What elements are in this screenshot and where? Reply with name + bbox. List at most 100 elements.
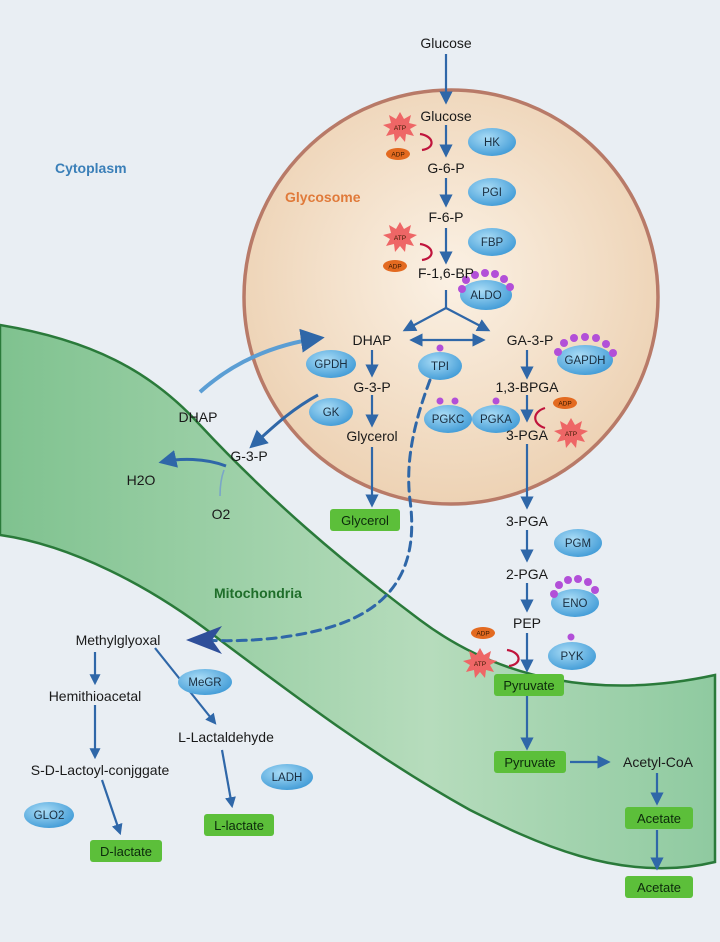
svg-text:LADH: LADH: [272, 772, 303, 784]
metabolite-glucose-inside: Glucose: [420, 108, 472, 124]
enzyme-megr: MeGR: [178, 669, 232, 695]
enzyme-aldo: ALDO: [460, 280, 512, 310]
svg-text:HK: HK: [484, 137, 500, 149]
mitochondria-label: Mitochondria: [214, 585, 302, 601]
svg-text:ENO: ENO: [563, 598, 588, 610]
metabolite-methylglyoxal: Methylglyoxal: [76, 632, 161, 648]
product-acetate-cytoplasm: Acetate: [625, 876, 693, 898]
arrowhead-methylglyoxal: [186, 626, 222, 654]
svg-text:PGM: PGM: [565, 538, 591, 550]
svg-text:PGI: PGI: [482, 187, 502, 199]
enzyme-ladh: LADH: [261, 764, 313, 790]
metabolite-sdlactoyl: S-D-Lactoyl-conjggate: [31, 762, 170, 778]
svg-text:Acetate: Acetate: [637, 880, 681, 895]
arrow-aldo-to-dhap: [402, 307, 447, 332]
metabolite-g3p-cytoplasm: G-3-P: [230, 448, 267, 464]
svg-text:ADP: ADP: [558, 401, 571, 408]
svg-text:ATP: ATP: [565, 431, 577, 438]
enzyme-eno: ENO: [551, 589, 599, 617]
svg-text:ATP: ATP: [394, 235, 406, 242]
svg-text:PGKA: PGKA: [480, 414, 512, 426]
metabolite-13bpga: 1,3-BPGA: [495, 379, 559, 395]
adp-badge-3: ADP: [553, 397, 577, 409]
cytoplasm-label: Cytoplasm: [55, 160, 127, 176]
atp-badge-1: ATP: [383, 112, 417, 142]
enzyme-gk: GK: [309, 398, 353, 426]
svg-text:MeGR: MeGR: [188, 677, 221, 689]
atp-badge-3: ATP: [554, 418, 588, 448]
svg-text:Glycerol: Glycerol: [341, 513, 389, 528]
enzyme-hk: HK: [468, 128, 516, 156]
metabolite-acetylcoa: Acetyl-CoA: [623, 754, 694, 770]
svg-text:Pyruvate: Pyruvate: [503, 678, 554, 693]
svg-text:ATP: ATP: [474, 661, 486, 668]
enzyme-pgm: PGM: [554, 529, 602, 557]
product-acetate-mitochondria: Acetate: [625, 807, 693, 829]
arrow-o2-link: [219, 469, 225, 497]
metabolite-ga3p: GA-3-P: [507, 332, 554, 348]
metabolite-dhap-glycosome: DHAP: [353, 332, 392, 348]
metabolite-2pga: 2-PGA: [506, 566, 549, 582]
metabolite-3pga-cytoplasm: 3-PGA: [506, 513, 549, 529]
svg-text:Pyruvate: Pyruvate: [504, 755, 555, 770]
enzyme-pgi: PGI: [468, 178, 516, 206]
enzyme-tpi: TPI: [418, 352, 462, 380]
enzyme-gpdh: GPDH: [306, 350, 356, 378]
adp-badge-2: ADP: [383, 260, 407, 272]
metabolite-pep: PEP: [513, 615, 541, 631]
arrow-lactaldehyde-llactate: [220, 749, 236, 809]
glycosome-label: Glycosome: [285, 189, 361, 205]
svg-text:GLO2: GLO2: [34, 810, 65, 822]
product-pyruvate-mitochondria: Pyruvate: [494, 751, 566, 773]
svg-text:GAPDH: GAPDH: [565, 355, 606, 367]
metabolite-hemithioacetal: Hemithioacetal: [49, 688, 142, 704]
metabolite-f6p: F-6-P: [429, 209, 464, 225]
enzyme-gapdh: GAPDH: [557, 345, 613, 375]
metabolite-lactaldehyde: L-Lactaldehyde: [178, 729, 274, 745]
enzyme-subunit-dots: [436, 269, 617, 641]
svg-text:FBP: FBP: [481, 237, 504, 249]
atp-badge-2: ATP: [383, 222, 417, 252]
arrow-g3p-import: [249, 393, 319, 449]
adp-badge-4: ADP: [471, 627, 495, 639]
enzyme-fbp: FBP: [468, 228, 516, 256]
svg-text:ADP: ADP: [476, 631, 489, 638]
arrow-tpi-methylglyoxal: [198, 378, 432, 643]
metabolite-g6p: G-6-P: [427, 160, 464, 176]
product-pyruvate-glycosome-exit: Pyruvate: [494, 674, 564, 696]
cofactor-coupling-arrows: [419, 132, 546, 668]
svg-text:ADP: ADP: [388, 264, 401, 271]
metabolite-h2o: H2O: [127, 472, 156, 488]
product-glycerol: Glycerol: [330, 509, 400, 531]
arrow-sdlactoyl-dlactate: [100, 779, 123, 836]
svg-text:PYK: PYK: [560, 651, 583, 663]
arrow-aldo-to-ga3p: [445, 307, 491, 332]
adp-badge-1: ADP: [386, 148, 410, 160]
svg-text:D-lactate: D-lactate: [100, 844, 152, 859]
svg-text:PGKC: PGKC: [432, 414, 465, 426]
product-d-lactate: D-lactate: [90, 840, 162, 862]
svg-text:GK: GK: [323, 407, 340, 419]
metabolite-glycerol-glycosome: Glycerol: [346, 428, 397, 444]
pathway-arrows: [89, 54, 664, 871]
metabolite-3pga-glycosome: 3-PGA: [506, 427, 549, 443]
metabolite-o2: O2: [212, 506, 231, 522]
svg-text:ALDO: ALDO: [470, 290, 501, 302]
metabolite-glucose-outside: Glucose: [420, 35, 472, 51]
svg-text:ATP: ATP: [394, 125, 406, 132]
metabolite-g3p-glycosome: G-3-P: [353, 379, 390, 395]
svg-text:TPI: TPI: [431, 361, 449, 373]
svg-text:ADP: ADP: [391, 152, 404, 159]
product-l-lactate: L-lactate: [204, 814, 274, 836]
enzyme-glo2: GLO2: [24, 802, 74, 828]
enzyme-pgka: PGKA: [472, 405, 520, 433]
metabolite-f16bp: F-1,6-BP: [418, 265, 474, 281]
enzyme-pgkc: PGKC: [424, 405, 472, 433]
svg-text:GPDH: GPDH: [314, 359, 347, 371]
arrow-dhap-export: [198, 328, 325, 394]
metabolite-dhap-cytoplasm: DHAP: [179, 409, 218, 425]
enzyme-pyk: PYK: [548, 642, 596, 670]
atp-badge-4: ATP: [463, 648, 497, 678]
